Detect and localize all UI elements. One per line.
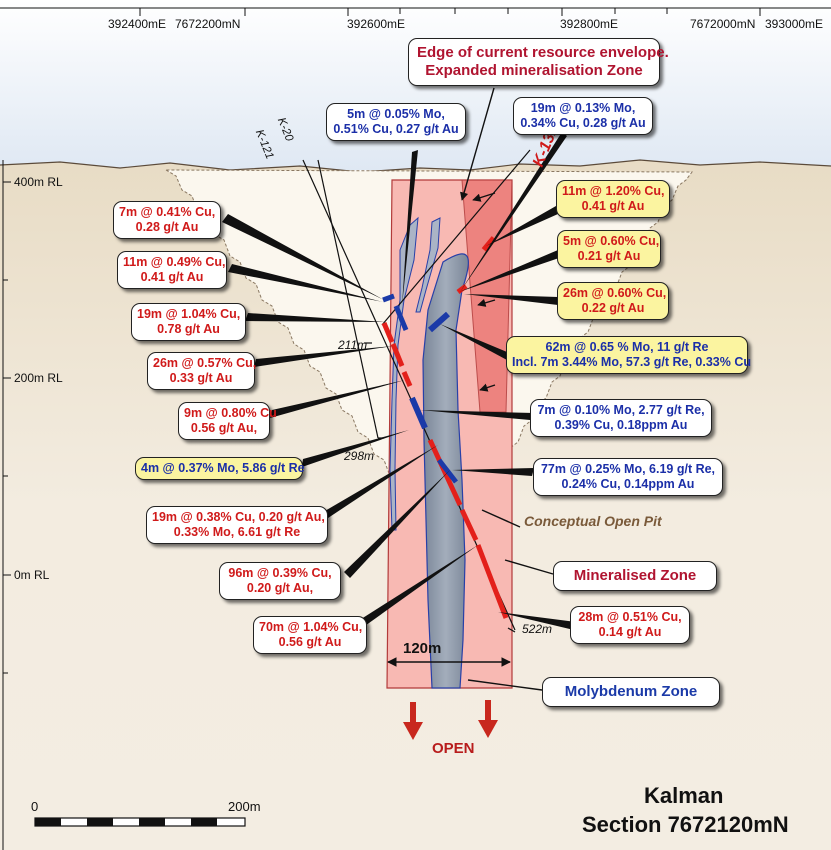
topography-line: [0, 159, 831, 173]
intercept-label: 70m @ 1.04% Cu,0.56 g/t Au: [253, 616, 367, 654]
easting-label: 392400mE: [108, 17, 167, 31]
molybdenum-stringer: [415, 217, 441, 313]
open-label: OPEN: [432, 740, 475, 757]
intercept-label: 26m @ 0.57% Cu,0.33 g/t Au: [147, 352, 256, 390]
drillhole-k132-upper: [381, 149, 531, 326]
intercept-segments: [381, 236, 509, 619]
intercept-label: 19m @ 0.13% Mo,0.34% Cu, 0.28 g/t Au: [513, 97, 653, 135]
depth-label: 522m: [522, 622, 553, 636]
leader-lines: [222, 132, 576, 630]
project-title: Kalman: [644, 783, 724, 808]
width-label: 120m: [403, 640, 442, 657]
resource-envelope-label: Edge of current resource envelope.Expand…: [408, 38, 669, 86]
section-title: Section 7672120mN: [582, 812, 789, 837]
intercept-label: 96m @ 0.39% Cu,0.20 g/t Au,: [219, 562, 341, 600]
intercept-label: 11m @ 1.20% Cu,0.41 g/t Au: [556, 180, 670, 218]
drillhole-k20: [317, 159, 379, 439]
easting-label: 393000mE: [765, 17, 824, 31]
depth-label: 211m: [338, 338, 368, 352]
mineralised-zone-label: Mineralised Zone: [553, 561, 717, 591]
rl-label-0: 0m RL: [14, 568, 50, 582]
open-pit-label: Conceptual Open Pit: [524, 513, 662, 529]
molybdenum-zone-label: Molybdenum Zone: [542, 677, 720, 707]
intercept-label: 5m @ 0.05% Mo,0.51% Cu, 0.27 g/t Au: [326, 103, 466, 141]
northing-label: 7672200mN: [175, 17, 241, 31]
open-arrows: [403, 700, 498, 740]
zone-pointers: [460, 87, 554, 691]
depth-label: 298m: [344, 449, 375, 463]
scale-label-start: 0: [31, 799, 39, 814]
northing-label: 7672000mN: [690, 17, 756, 31]
intercept-label: 19m @ 1.04% Cu,0.78 g/t Au: [131, 303, 246, 341]
rl-label-400: 400m RL: [14, 175, 63, 189]
scale-label-end: 200m: [228, 799, 261, 814]
intercept-label: 28m @ 0.51% Cu,0.14 g/t Au: [570, 606, 690, 644]
scale-bar: [34, 817, 246, 827]
rl-label-200: 200m RL: [14, 371, 63, 385]
easting-label: 392800mE: [560, 17, 619, 31]
intercept-label: 5m @ 0.60% Cu,0.21 g/t Au: [557, 230, 661, 268]
intercept-label: 7m @ 0.41% Cu,0.28 g/t Au: [113, 201, 221, 239]
intercept-label: 11m @ 0.49% Cu,0.41 g/t Au: [117, 251, 227, 289]
intercept-label: 4m @ 0.37% Mo, 5.86 g/t Re: [135, 457, 305, 480]
intercept-label: 77m @ 0.25% Mo, 6.19 g/t Re,0.24% Cu, 0.…: [533, 458, 723, 496]
intercept-label: 26m @ 0.60% Cu,0.22 g/t Au: [557, 282, 669, 320]
intercept-label: 7m @ 0.10% Mo, 2.77 g/t Re,0.39% Cu, 0.1…: [530, 399, 712, 437]
easting-label: 392600mE: [347, 17, 406, 31]
intercept-label: 19m @ 0.38% Cu, 0.20 g/t Au,0.33% Mo, 6.…: [146, 506, 328, 544]
